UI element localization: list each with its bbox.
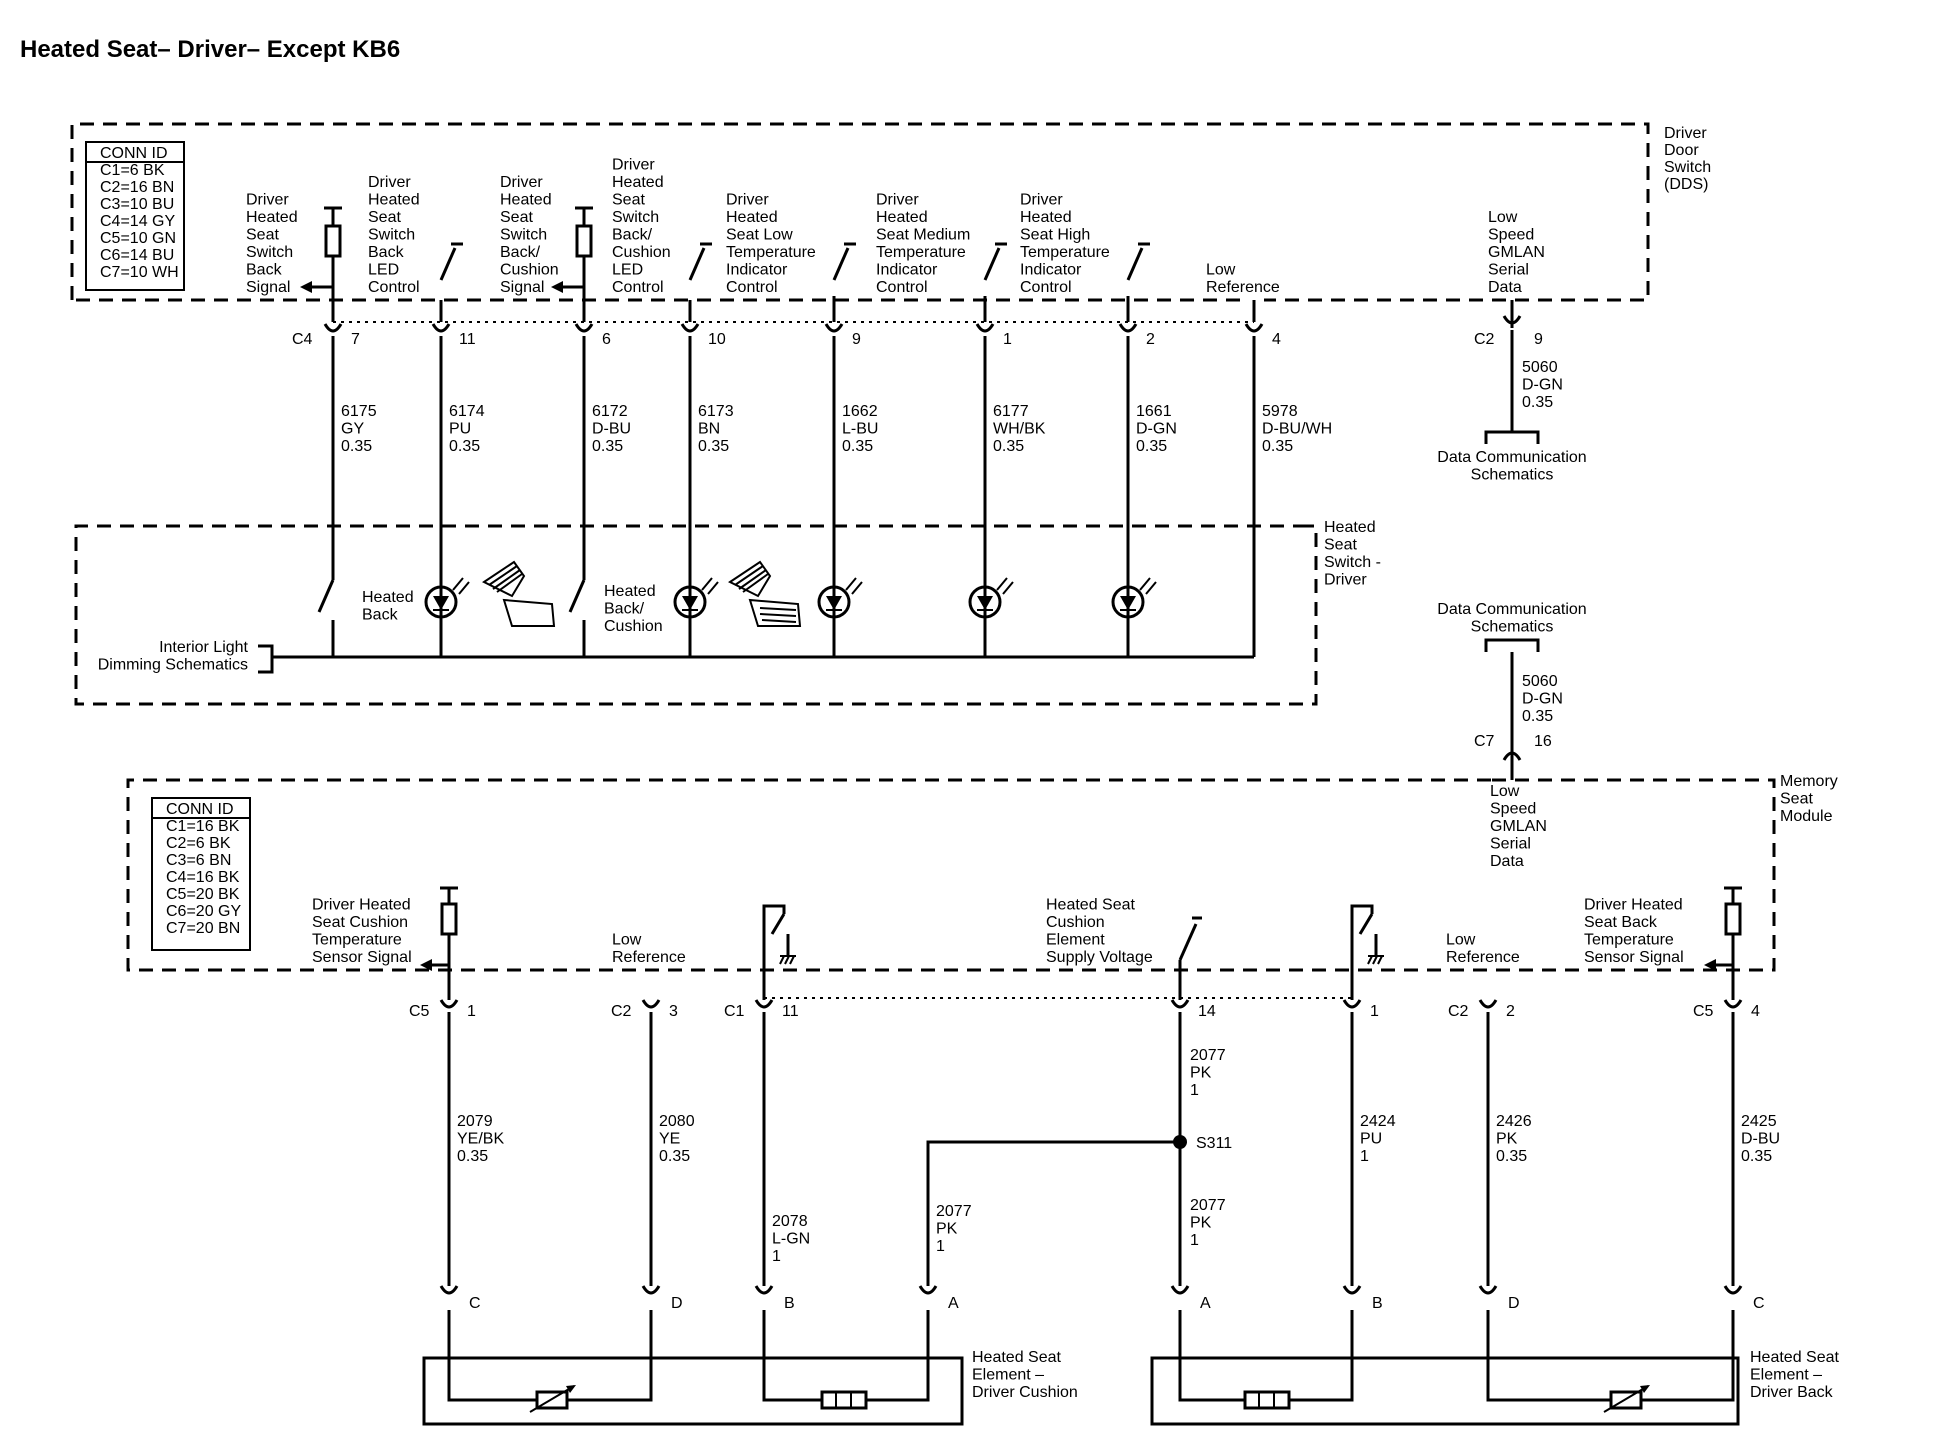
element-pin-letter: B: [1372, 1295, 1383, 1312]
dds-pin-number: 2: [1146, 331, 1155, 348]
msm-connector-label: C5: [409, 1003, 430, 1020]
dds-pin-number: 7: [351, 331, 360, 348]
msm-connector-label: C2: [1448, 1003, 1469, 1020]
dds-pin-number: 6: [602, 331, 611, 348]
msm-pin-number: 3: [669, 1003, 678, 1020]
msm-connector-label: C1: [724, 1003, 745, 1020]
msm-pin-number: 4: [1751, 1003, 1760, 1020]
dds-pin-number: 11: [459, 331, 476, 348]
splice-label: S311: [1196, 1135, 1232, 1152]
seat-back-cushion-icon: [728, 560, 802, 627]
element-pin-letter: B: [784, 1295, 795, 1312]
element-pin-letter: C: [1753, 1295, 1765, 1312]
element-pin-letter: C: [469, 1295, 481, 1312]
msm-pin-number: 14: [1198, 1003, 1216, 1020]
diagram-title: Heated Seat– Driver– Except KB6: [20, 36, 401, 63]
msm-pin-number: 1: [467, 1003, 476, 1020]
msm-internal-symbols: [420, 886, 1742, 1000]
indicator-led: [673, 577, 719, 619]
dds-pin-number: 1: [1003, 331, 1012, 348]
element-pin-letter: D: [671, 1295, 683, 1312]
dds-connector-label: C4: [292, 331, 313, 348]
msm-pin-number: 1: [1370, 1003, 1379, 1020]
indicator-led: [424, 577, 470, 619]
dds-pin-number: 9: [852, 331, 861, 348]
indicator-led: [817, 577, 863, 619]
dds-pin-number: 10: [708, 331, 726, 348]
msm-connector-label: C2: [611, 1003, 632, 1020]
element-pin-letter: D: [1508, 1295, 1520, 1312]
seat-back-icon: [482, 560, 556, 627]
indicator-led: [1111, 577, 1157, 619]
msm-pin-number: 11: [782, 1003, 799, 1020]
msm-connector-label: C5: [1693, 1003, 1714, 1020]
element-pin-letter: A: [1200, 1295, 1211, 1312]
msm-pin-number: 2: [1506, 1003, 1515, 1020]
dds-pin-number: 4: [1272, 331, 1281, 348]
indicator-led: [968, 577, 1014, 619]
dds-internal-symbols: [300, 206, 1256, 322]
element-pin-letter: A: [948, 1295, 959, 1312]
